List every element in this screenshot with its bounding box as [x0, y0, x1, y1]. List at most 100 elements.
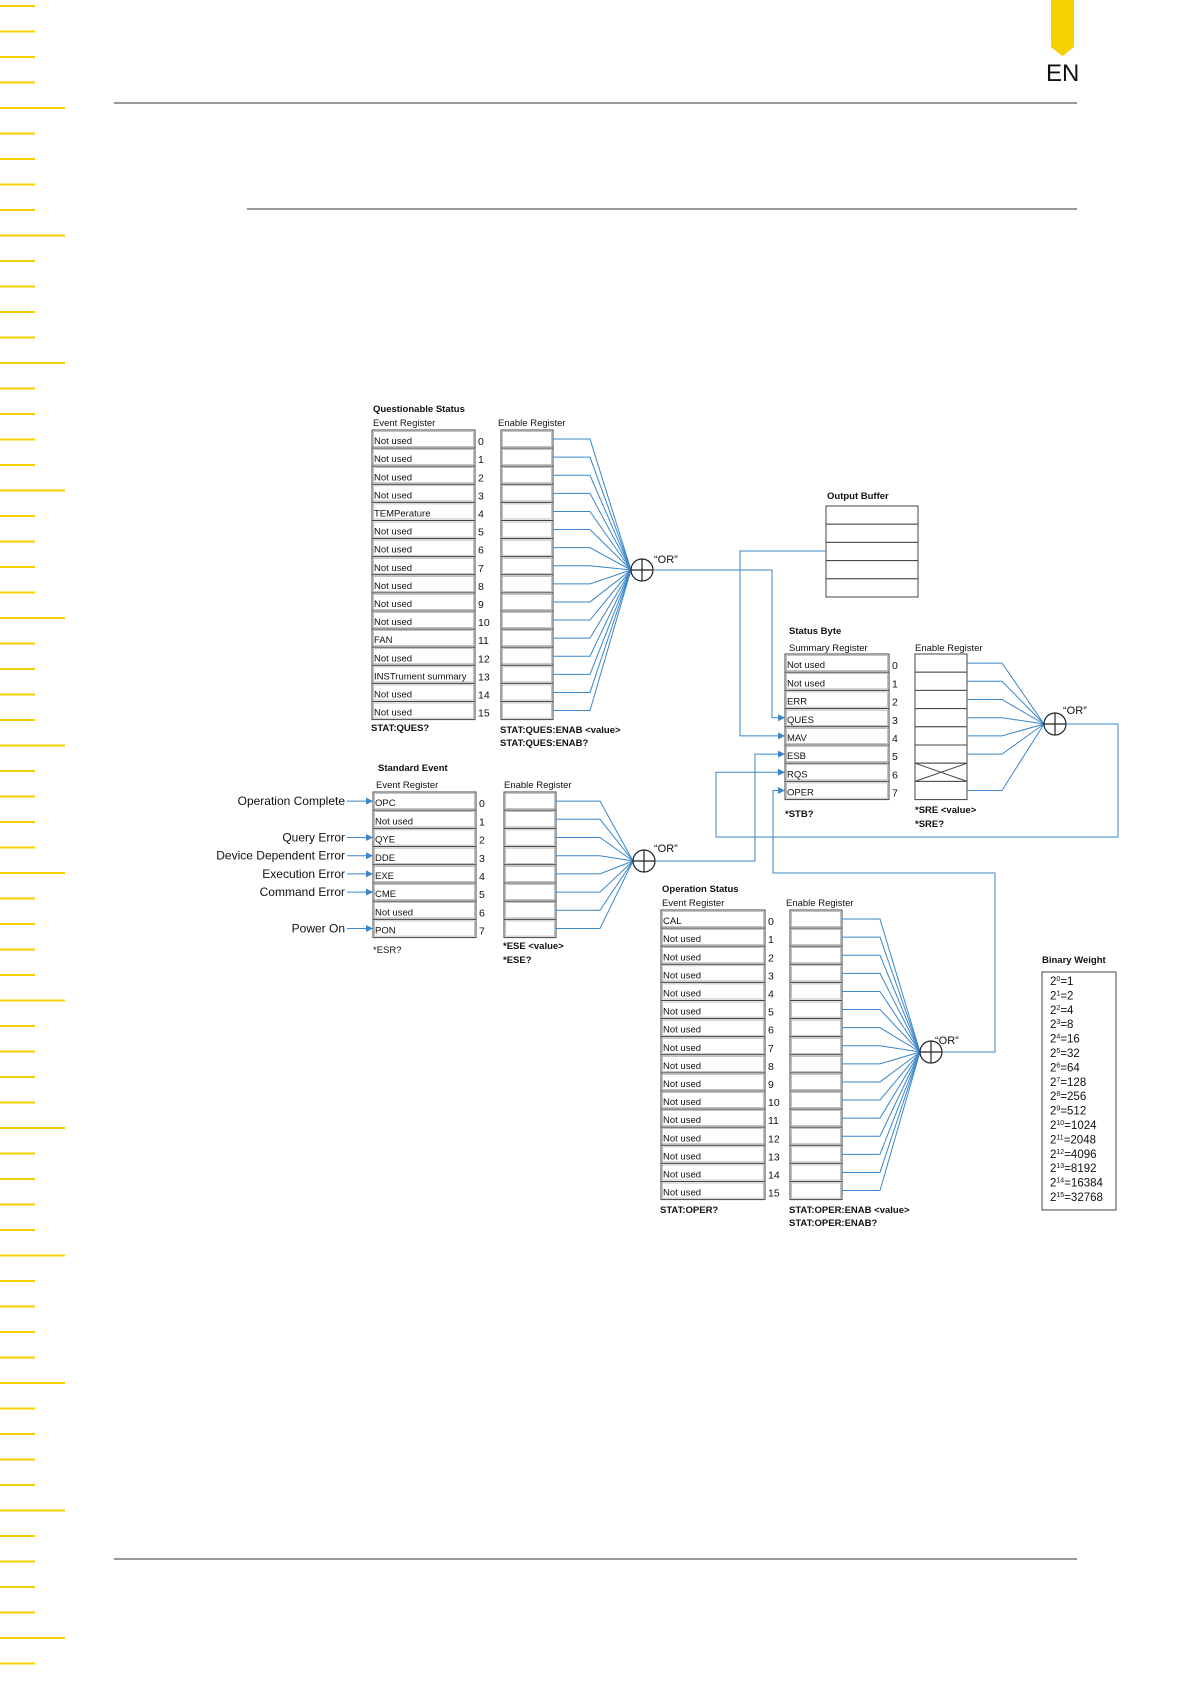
mav-summary-arrow: [778, 732, 785, 740]
binary-weight-exponent: 14: [1056, 1178, 1064, 1185]
standard-event-enable-cell: [503, 846, 557, 866]
operation-enable-cell-inner: [791, 1037, 841, 1054]
binary-weight-value: 16: [1067, 1034, 1080, 1046]
margin-tick: [0, 1611, 35, 1614]
margin-tick: [0, 1331, 35, 1333]
questionable-event-cell-inner: [373, 449, 474, 466]
margin-tick: [0, 81, 35, 84]
margin-tick: [0, 1535, 35, 1537]
questionable-enable-cell-inner: [502, 557, 552, 574]
margin-tick: [0, 5, 35, 7]
binary-weight-exponent: 13: [1056, 1163, 1064, 1170]
margin-tick: [0, 260, 35, 262]
oper-summary-arrow: [778, 787, 785, 794]
operation-bit-label: Not used: [663, 1043, 701, 1054]
operation-enable-cell-inner: [791, 1182, 841, 1199]
operation-enable-cell-inner: [791, 1092, 841, 1108]
operation-event-cell-inner: [662, 1001, 764, 1018]
questionable-event-cell-inner: [373, 612, 474, 628]
operation-bit-label: Not used: [663, 952, 701, 963]
status-byte-bit-index: 6: [892, 769, 898, 781]
operation-enable-line: [842, 1009, 921, 1053]
questionable-title: Questionable Status: [373, 404, 465, 415]
standard-event-bit-index: 4: [479, 871, 485, 883]
questionable-enable-cell: [500, 520, 554, 540]
margin-tick: [0, 566, 35, 568]
questionable-enable-line: [553, 438, 632, 571]
binary-weight-entry: 214=16384: [1050, 1178, 1104, 1190]
operation-enable-cell-inner: [791, 1146, 841, 1163]
operation-bit-index: 13: [768, 1151, 780, 1163]
status-byte-rqs-cross: [914, 762, 968, 782]
binary-weight-value: 2: [1067, 990, 1073, 1002]
questionable-bit-label: Not used: [374, 545, 412, 556]
margin-tick: [0, 1127, 65, 1129]
binary-weight-entry: 26=64: [1050, 1062, 1080, 1074]
questionable-enable-cell-inner: [502, 575, 552, 592]
operation-enable-line: [842, 1045, 921, 1053]
questionable-enable-line: [553, 547, 632, 571]
standard-event-bit-label: DDE: [375, 853, 395, 864]
language-label: EN: [1046, 60, 1080, 87]
status-byte-event-cell-inner: [786, 746, 888, 762]
binary-weight-value: 1024: [1071, 1120, 1097, 1132]
operation-bit-index: 5: [768, 1007, 774, 1019]
questionable-event-cell-inner: [373, 431, 474, 447]
questionable-enable-cell-inner: [502, 539, 552, 556]
status-byte-bit-label: ESB: [787, 751, 806, 762]
questionable-bit-index: 11: [478, 635, 489, 647]
operation-bit-label: Not used: [663, 1188, 701, 1199]
standard-event-input-label: Execution Error: [262, 867, 345, 881]
output-buffer-title: Output Buffer: [827, 491, 889, 502]
questionable-enable-cell: [500, 429, 554, 449]
operation-enable-cell: [789, 1162, 843, 1183]
operation-bit-label: Not used: [663, 934, 701, 945]
questionable-enable-cmd: STAT:QUES:ENAB <value>: [500, 725, 621, 736]
questionable-enable-cell-inner: [502, 630, 552, 646]
operation-event-cell-inner: [662, 983, 764, 1000]
status-byte-enable-line: [967, 699, 1045, 725]
margin-tick: [0, 999, 65, 1002]
questionable-enable-line: [553, 565, 632, 571]
status-byte-enable-cmd: *SRE <value>: [915, 805, 977, 816]
standard-event-input-arrow: [366, 852, 373, 860]
operation-bit-label: Not used: [663, 1097, 701, 1108]
questionable-enable-cell-inner: [502, 503, 552, 520]
status-byte-enable-line: [967, 717, 1045, 725]
operation-enable-line: [842, 1051, 921, 1101]
operation-enable-line: [842, 1051, 921, 1083]
operation-subtitle: Event Register: [662, 898, 724, 909]
questionable-enable-cell: [500, 574, 554, 594]
standard-event-enable-cell-inner: [505, 793, 555, 809]
margin-tick: [0, 1407, 35, 1410]
standard-event-input-arrow: [366, 925, 373, 932]
margin-tick: [0, 158, 35, 160]
status-byte-bit-label: RQS: [787, 769, 808, 780]
operation-enable-cell-inner: [791, 1164, 841, 1181]
questionable-bit-index: 0: [478, 436, 484, 448]
binary-weight-base: 2: [1050, 1062, 1056, 1074]
status-byte-bit-label: OPER: [787, 788, 814, 799]
status-byte-bit-index: 7: [892, 788, 898, 800]
margin-tick: [0, 464, 35, 466]
operation-event-cell-inner: [662, 1092, 764, 1108]
operation-enable-title: Enable Register: [786, 898, 854, 909]
operation-enable-line: [842, 1051, 921, 1137]
status-byte-enable-line: [967, 723, 1045, 755]
binary-weight-equals: =: [1064, 1192, 1071, 1204]
operation-bit-index: 4: [768, 989, 774, 1001]
operation-enable-cell-inner: [791, 929, 841, 945]
status-byte-query: *STB?: [785, 809, 814, 820]
operation-enable-cell: [789, 1054, 843, 1074]
margin-tick: [0, 234, 65, 237]
standard-event-subtitle: Event Register: [376, 780, 438, 791]
binary-weight-entry: 212=4096: [1050, 1149, 1097, 1161]
status-byte-subtitle: Summary Register: [789, 643, 868, 654]
operation-bit-index: 15: [768, 1188, 780, 1200]
binary-weight-value: 1: [1067, 976, 1073, 988]
questionable-enable-cell-inner: [502, 666, 552, 683]
operation-enable-cell-inner: [791, 1019, 841, 1036]
binary-weight-equals: =: [1060, 1005, 1067, 1017]
standard-event-event-cell-inner: [374, 793, 475, 809]
